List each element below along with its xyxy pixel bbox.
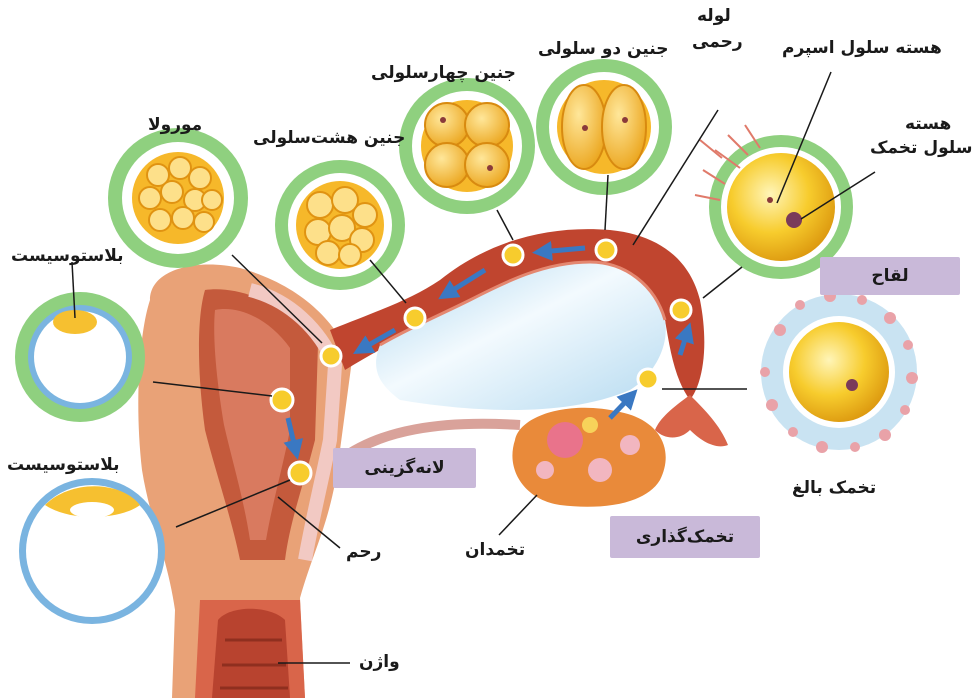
label-blastocyst-top: بلاستوسیست <box>11 246 124 266</box>
blastocyst-bottom <box>19 478 165 624</box>
fertilization-box: لقاح <box>820 257 960 295</box>
label-uterus: رحم <box>346 542 381 562</box>
ovulation-box: تخمک‌گذاری <box>610 516 760 558</box>
label-vagina: واژن <box>359 652 400 672</box>
blastocyst-top <box>15 292 145 422</box>
morula-cell <box>108 128 248 268</box>
label-egg-nucleus-line1: هسته <box>905 114 951 134</box>
label-ovulation: تخمک‌گذاری <box>610 516 760 558</box>
label-egg-nucleus-line2: سلول تخمک <box>870 138 972 158</box>
label-eight-cell-embryo: جنین هشت‌سلولی <box>253 128 405 148</box>
implantation-box: لانه‌گزینی <box>333 448 476 488</box>
label-four-cell-embryo: جنین چهارسلولی <box>371 63 516 83</box>
mature-egg <box>760 290 918 453</box>
label-fertilization: لقاح <box>820 257 960 295</box>
eight-cell-embryo <box>275 160 405 290</box>
fertilized-egg <box>695 125 853 279</box>
label-sperm-nucleus: هسته سلول اسپرم <box>782 38 942 58</box>
label-tube-line2: رحمی <box>692 32 743 52</box>
label-tube-line1: لوله <box>697 6 731 26</box>
label-two-cell-embryo: جنین دو سلولی <box>538 39 668 59</box>
label-implantation: لانه‌گزینی <box>333 448 476 488</box>
four-cell-embryo <box>399 78 535 214</box>
label-blastocyst-bottom: بلاستوسیست <box>7 455 120 475</box>
label-ovary: تخمدان <box>465 540 525 560</box>
uterus-body <box>138 265 352 698</box>
two-cell-embryo <box>536 59 672 195</box>
label-mature-egg: تخمک بالغ <box>792 478 876 498</box>
label-morula: مورولا <box>148 115 202 135</box>
ovary <box>512 408 665 507</box>
